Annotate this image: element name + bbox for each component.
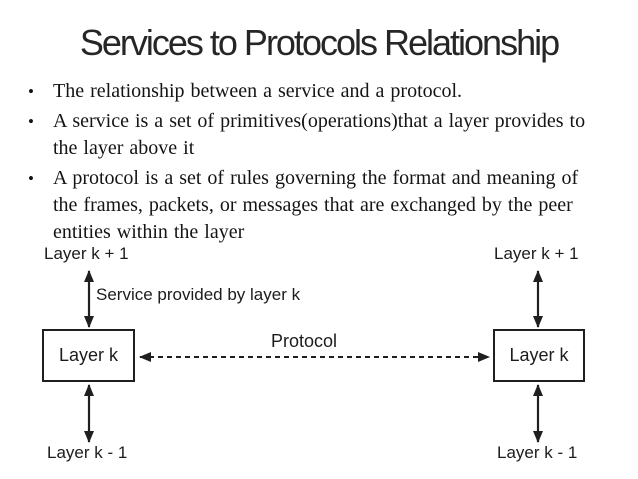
right-layer-k-box: Layer k (493, 329, 585, 382)
bullet-line: The relationship between a service and a… (53, 80, 463, 102)
diagram-arrows-canvas (84, 270, 543, 443)
right-layer-k-plus-1-label: Layer k + 1 (494, 244, 579, 263)
bullet-line: the layer above it (53, 137, 195, 159)
right-layer-k-minus-1-label: Layer k - 1 (497, 443, 578, 462)
left-layer-k-box-label: Layer k (58, 345, 119, 365)
bullet-line: A service is a set of primitives(operati… (53, 110, 586, 132)
protocol-label: Protocol (271, 331, 338, 351)
bullet-text: The relationship between a service and a… (53, 78, 620, 105)
bullet-item: • The relationship between a service and … (28, 78, 620, 105)
layers-diagram: Layer k + 1 Layer k + 1 Service provided… (0, 240, 638, 479)
bullet-line: entities within the layer (53, 221, 245, 243)
bullet-line: A protocol is a set of rules governing t… (53, 167, 579, 189)
service-provided-label: Service provided by layer k (96, 285, 301, 304)
bullet-marker: • (28, 169, 34, 188)
left-layer-k-minus-1-label: Layer k - 1 (47, 443, 128, 462)
bullet-text: A protocol is a set of rules governing t… (53, 165, 620, 246)
bullet-marker: • (28, 112, 34, 131)
bullet-marker: • (28, 82, 34, 101)
right-layer-k-box-label: Layer k (509, 345, 569, 365)
left-layer-k-box: Layer k (42, 329, 135, 382)
bullet-item: • A protocol is a set of rules governing … (28, 165, 620, 246)
bullet-line: the frames, packets, or messages that ar… (53, 194, 573, 216)
bullet-list: • The relationship between a service and … (28, 78, 620, 249)
bullet-text: A service is a set of primitives(operati… (53, 108, 620, 162)
slide-title: Services to Protocols Relationship (79, 22, 560, 63)
left-layer-k-plus-1-label: Layer k + 1 (44, 244, 129, 263)
bullet-item: • A service is a set of primitives(operat… (28, 108, 620, 162)
